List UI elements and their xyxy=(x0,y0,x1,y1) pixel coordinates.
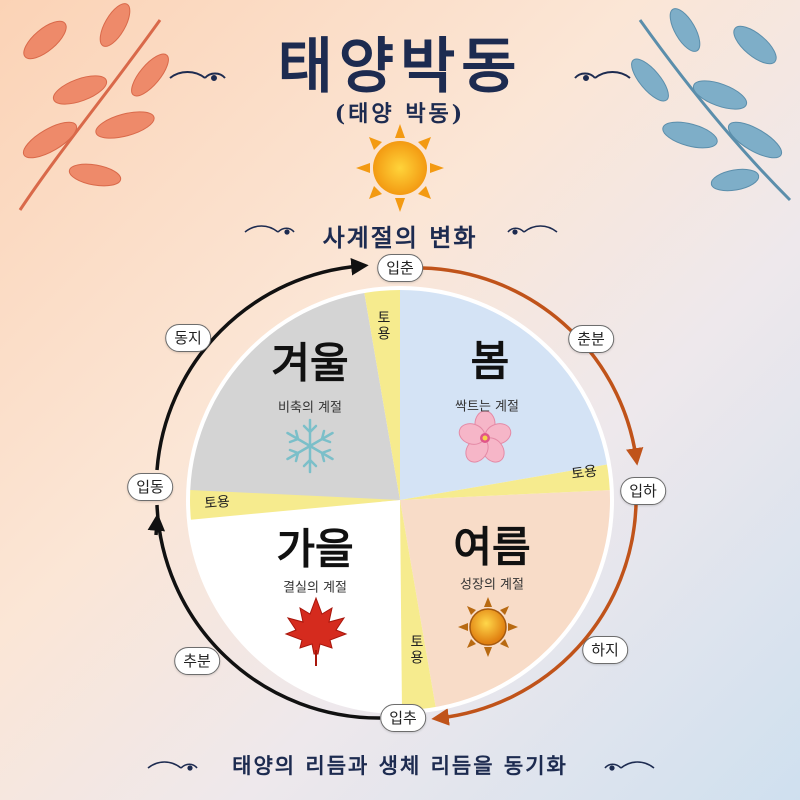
toyong-label-top: 토용 xyxy=(375,310,391,342)
term-chunbun: 춘분 xyxy=(568,325,614,353)
term-ipchun: 입춘 xyxy=(377,254,423,282)
cherry-blossom-icon xyxy=(458,410,512,463)
term-ipha: 입하 xyxy=(620,477,666,505)
footer-flourish-left xyxy=(147,761,198,771)
title-flourish-right xyxy=(574,71,631,81)
footer-text: 태양의 리듬과 생체 리듬을 동기화 xyxy=(232,753,568,778)
toyong-label-bottom: 토용 xyxy=(408,634,424,666)
term-ipdong: 입동 xyxy=(127,473,173,501)
left-branch-decoration xyxy=(18,3,169,211)
sun-icon xyxy=(356,124,444,212)
toyong-label-right: 토용 xyxy=(570,463,599,483)
autumn-desc: 결실의 계절 xyxy=(283,580,347,596)
warm-arc-ipchun-ipha xyxy=(421,266,644,466)
footer-flourish-right xyxy=(604,761,655,771)
heading-flourish-left xyxy=(244,225,295,235)
winter-desc: 비축의 계절 xyxy=(278,400,342,416)
toyong-band-right xyxy=(400,464,612,500)
warm-arc-ipha-ipchu xyxy=(431,504,638,726)
winter-quadrant xyxy=(189,291,400,517)
right-branch-decoration xyxy=(631,8,792,202)
spring-quadrant xyxy=(400,287,610,500)
winter-name: 겨울 xyxy=(271,338,349,388)
dark-arc-ipchu-ipdong xyxy=(155,504,381,720)
term-dongji: 동지 xyxy=(165,324,211,352)
toyong-band-left xyxy=(187,490,400,520)
dark-arc-ipdong-ipchun-a xyxy=(147,513,166,536)
heading-flourish-right xyxy=(507,225,558,235)
toyong-label-left: 토용 xyxy=(203,493,231,513)
summer-sun-icon xyxy=(458,597,518,657)
summer-name: 여름 xyxy=(453,522,531,572)
dark-arc-ipdong-ipchun xyxy=(155,258,369,471)
toyong-band-bottom xyxy=(400,500,436,712)
term-chubun: 추분 xyxy=(174,647,220,675)
snowflake-icon xyxy=(286,418,334,474)
page-subtitle: (태양 박동) xyxy=(334,101,466,127)
spring-desc: 싹트는 계절 xyxy=(455,399,519,415)
page-title: 태양박동 xyxy=(277,32,523,102)
term-ipchu: 입추 xyxy=(380,704,426,732)
term-haji: 하지 xyxy=(582,636,628,664)
season-pie xyxy=(186,286,614,714)
autumn-quadrant xyxy=(188,500,402,713)
maple-leaf-icon xyxy=(284,596,348,666)
summer-quadrant xyxy=(400,490,613,709)
autumn-name: 가을 xyxy=(276,524,354,574)
title-flourish-left xyxy=(169,71,226,81)
section-heading: 사계절의 변화 xyxy=(322,223,478,252)
summer-desc: 성장의 계절 xyxy=(460,577,524,593)
toyong-band-top xyxy=(364,287,400,500)
spring-name: 봄 xyxy=(470,336,510,386)
